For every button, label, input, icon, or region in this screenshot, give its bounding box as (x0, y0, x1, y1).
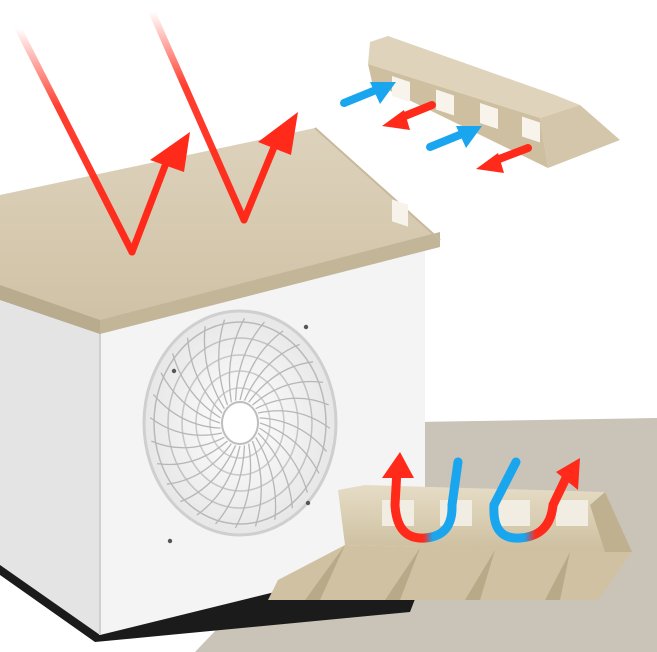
reflected-heat-arrows (14, 8, 298, 256)
rail-notch (392, 76, 410, 102)
ray-1-incoming (14, 24, 136, 256)
base-airflow-arrows (382, 452, 580, 543)
fan-spoke (180, 445, 237, 503)
fan-spoke (255, 397, 329, 410)
fan-spoke (152, 394, 221, 429)
ray-1-outgoing (128, 154, 172, 256)
fan-spoke (234, 321, 265, 401)
fan-spoke (252, 380, 324, 406)
ray-2-outgoing (240, 136, 281, 224)
roof-right-slope (0, 128, 440, 330)
fan-spoke (171, 353, 221, 419)
fan-spoke (234, 443, 252, 529)
fan-spoke (160, 372, 221, 424)
fan-spoke (186, 337, 223, 414)
rail-notch (436, 89, 454, 116)
side-airflow-arrows (340, 82, 532, 173)
rail-slots (392, 199, 408, 227)
fan-spoke (149, 417, 223, 436)
fan-spoke (251, 440, 262, 527)
fan-spoke (243, 343, 300, 401)
fan-spoke (203, 326, 225, 410)
rail-slope-face (540, 105, 620, 168)
ventilated-rail-icon (368, 36, 620, 227)
ray-2-incoming (148, 8, 248, 224)
unit-side-panel (0, 300, 100, 635)
roof-front-edge (100, 232, 440, 334)
ray-2-arrowhead (258, 112, 298, 155)
fan-spoke (218, 319, 229, 406)
base-front-slope (268, 545, 632, 600)
base-ribs (305, 545, 570, 600)
roof-cover (0, 127, 441, 334)
fan-spoke (215, 445, 246, 525)
rail-notch (522, 116, 540, 143)
fan-spoke (239, 330, 284, 401)
base-right-slope (590, 492, 632, 552)
fan-spoke (156, 440, 228, 466)
rail-notch (480, 103, 498, 129)
fan-grille-icon (142, 309, 338, 544)
rail-front-face (368, 64, 548, 168)
rail-top-face (368, 36, 580, 118)
fan-spoke (259, 417, 328, 452)
fan-spoke (257, 410, 331, 429)
ray-1-arrowhead (150, 132, 190, 172)
fan-spoke (257, 432, 294, 509)
u-arrow-right-head (556, 458, 580, 490)
u-arrow-left-head (382, 452, 414, 478)
fan-spoke (259, 422, 320, 474)
fan-spoke (151, 436, 225, 449)
fan-spoke (166, 443, 232, 485)
fan-spoke (248, 361, 314, 403)
u-arrow-right (489, 457, 571, 543)
roof-left-edge (0, 285, 100, 334)
fan-spoke (255, 436, 277, 520)
u-arrow-left (390, 457, 463, 543)
fan-spoke (259, 427, 309, 493)
fan-spoke (196, 445, 241, 516)
fan-spoke (228, 317, 246, 403)
